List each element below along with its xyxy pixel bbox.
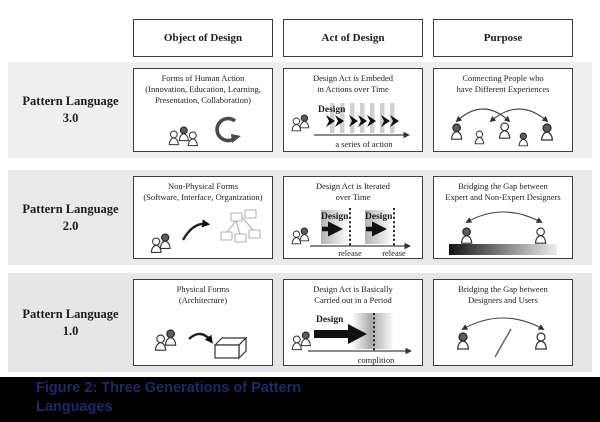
cell-3-0-object: Forms of Human Action (Innovation, Educa… xyxy=(133,68,273,152)
row-pattern-language-1: Pattern Language 1.0 Physical Forms (Arc… xyxy=(8,273,592,372)
cell-text: Forms of Human Action (Innovation, Educa… xyxy=(145,73,261,106)
cell-text: Design Act is Basically Carried out in a… xyxy=(313,284,393,306)
cell-text: Bridging the Gap between Designers and U… xyxy=(458,284,548,306)
design-label: Design xyxy=(318,105,346,115)
cell-text: Design Act is Embeded in Actions over Ti… xyxy=(312,73,394,95)
row-label-3-0: Pattern Language 3.0 xyxy=(22,94,119,125)
cell-text: Connecting People who have Different Exp… xyxy=(456,73,550,95)
iteration-timeline-icon: Design Design release release xyxy=(291,208,411,258)
cell-3-0-act: Design Act is Embeded in Actions over Ti… xyxy=(283,68,423,152)
design-label: Design xyxy=(365,212,393,222)
column-header-label: Purpose xyxy=(483,32,523,44)
row-label-1-0: Pattern Language 1.0 xyxy=(22,306,119,338)
cuboid-icon xyxy=(213,336,248,360)
design-label: Design xyxy=(321,212,349,222)
design-label: Design xyxy=(316,315,344,325)
period-timeline-icon: Design complition xyxy=(291,313,412,365)
column-header-object-of-design: Object of Design xyxy=(133,19,273,57)
row-label-2-0: Pattern Language 2.0 xyxy=(22,201,119,233)
cell-2-0-purpose: Bridging the Gap between Expert and Non-… xyxy=(433,176,573,259)
cell-1-0-act: Design Act is Basically Carried out in a… xyxy=(283,279,423,366)
figure-caption-bar: Figure 2: Three Generations of Pattern L… xyxy=(0,377,600,422)
org-chart-icon xyxy=(220,209,261,243)
action-series-icon: Design a series of action xyxy=(284,97,422,151)
release-label: release xyxy=(382,248,406,258)
org-chart-arrow-icon xyxy=(150,209,261,253)
row-pattern-language-2: Pattern Language 2.0 Non-Physical Forms … xyxy=(8,170,592,265)
divided-people-arc-icon xyxy=(457,317,548,358)
people-group-cycle-arrow-icon xyxy=(168,116,241,147)
cell-text: Non-Physical Forms (Software, Interface,… xyxy=(143,181,263,203)
series-of-action-timeline-icon: Design a series of action xyxy=(291,103,410,149)
cell-text: Physical Forms (Architecture) xyxy=(176,284,230,306)
expert-gap-icon xyxy=(434,202,572,258)
people-to-orgchart-icon xyxy=(134,208,272,258)
cell-text: Bridging the Gap between Expert and Non-… xyxy=(445,181,561,203)
figure-caption: Figure 2: Three Generations of Pattern L… xyxy=(36,380,302,415)
axis-caption: complition xyxy=(358,355,396,365)
connecting-people-icon xyxy=(434,95,572,151)
column-header-act-of-design: Act of Design xyxy=(283,19,423,57)
connected-people-arcs-icon xyxy=(450,108,554,147)
people-cycle-icon xyxy=(134,109,272,151)
column-header-purpose: Purpose xyxy=(433,19,573,57)
cell-2-0-object: Non-Physical Forms (Software, Interface,… xyxy=(133,176,273,259)
cell-1-0-object: Physical Forms (Architecture) xyxy=(133,279,273,366)
iterated-design-icon: Design Design release release xyxy=(284,200,422,258)
row-pattern-language-3: Pattern Language 3.0 Forms of Human Acti… xyxy=(8,62,592,158)
designer-user-gap-icon xyxy=(434,309,572,365)
design-period-icon: Design complition xyxy=(284,305,422,365)
gradient-bridge-icon xyxy=(449,211,557,255)
cell-2-0-act: Design Act is Iterated over Time Design … xyxy=(283,176,423,259)
cell-3-0-purpose: Connecting People who have Different Exp… xyxy=(433,68,573,152)
release-label: release xyxy=(338,248,362,258)
cell-1-0-purpose: Bridging the Gap between Designers and U… xyxy=(433,279,573,366)
cell-text: Design Act is Iterated over Time xyxy=(316,181,390,203)
axis-caption: a series of action xyxy=(335,139,393,149)
column-header-label: Object of Design xyxy=(163,32,243,44)
cuboid-arrow-icon xyxy=(154,329,248,360)
column-header-label: Act of Design xyxy=(321,32,385,44)
people-to-building-icon xyxy=(134,315,272,365)
